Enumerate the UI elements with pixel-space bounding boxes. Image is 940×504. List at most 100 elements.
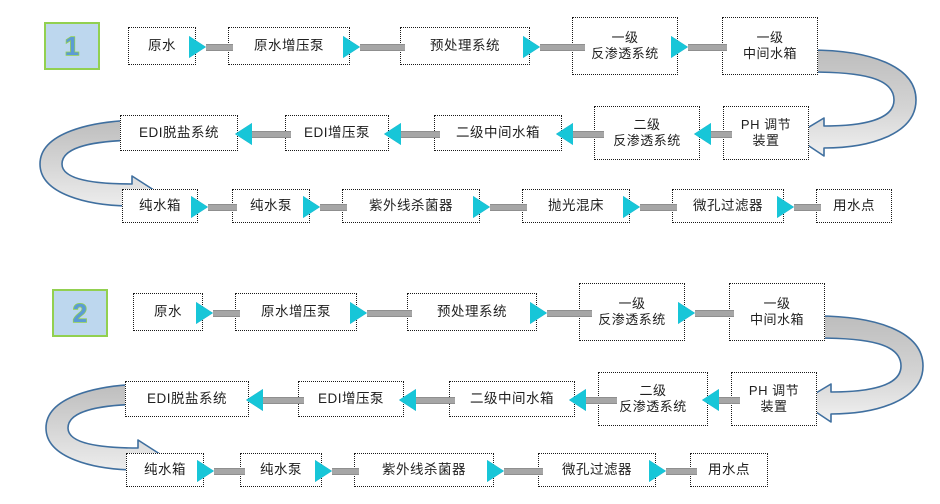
arrow-head-left-icon: [569, 389, 586, 411]
arrow-head-right-icon: [473, 196, 490, 218]
connector-bar: [416, 396, 455, 404]
d1-r1-connector-2: [343, 36, 405, 58]
connector-bar: [213, 309, 240, 317]
arrow-head-right-icon: [343, 36, 360, 58]
diagram-1-badge: 1: [44, 22, 100, 70]
connector-bar: [547, 309, 592, 317]
d1-r2-node-4[interactable]: 二级 反渗透系统: [594, 106, 700, 160]
d2-r3-node-3[interactable]: 紫外线杀菌器: [354, 453, 494, 487]
diagram-2-badge-number: 2: [72, 298, 88, 328]
connector-bar: [794, 203, 821, 211]
d2-r3-node-5[interactable]: 用水点: [690, 453, 768, 487]
connector-bar: [252, 130, 291, 138]
d1-r3-node-4[interactable]: 抛光混床: [522, 189, 630, 223]
d2-r2-connector-4: [702, 389, 740, 411]
d2-r1-node-5[interactable]: 一级 中间水箱: [729, 283, 825, 341]
d1-r3-node-2[interactable]: 纯水泵: [232, 189, 310, 223]
d1-r3-connector-4: [623, 196, 677, 218]
d2-r1-connector-3: [530, 302, 592, 324]
arrow-head-right-icon: [530, 302, 547, 324]
arrow-head-left-icon: [399, 389, 416, 411]
connector-bar: [490, 203, 527, 211]
d1-r3-connector-5: [777, 196, 821, 218]
d2-r3-connector-4: [649, 460, 697, 482]
d2-r2-node-1[interactable]: EDI脱盐系统: [125, 381, 249, 417]
connector-bar: [711, 130, 732, 138]
d2-r1-node-1[interactable]: 原水: [133, 293, 203, 331]
d1-r3-connector-2: [303, 196, 347, 218]
connector-bar: [206, 43, 233, 51]
arrow-head-right-icon: [350, 302, 367, 324]
arrow-head-right-icon: [777, 196, 794, 218]
connector-bar: [332, 467, 359, 475]
d2-r3-connector-1: [197, 460, 245, 482]
connector-bar: [666, 467, 697, 475]
arrow-head-right-icon: [189, 36, 206, 58]
arrow-head-right-icon: [487, 460, 504, 482]
d2-r1-node-2[interactable]: 原水增压泵: [235, 293, 357, 331]
connector-bar: [214, 467, 245, 475]
d1-r1-node-3[interactable]: 预处理系统: [400, 27, 530, 65]
d1-r2-node-3[interactable]: 二级中间水箱: [434, 115, 562, 151]
d2-r2-node-2[interactable]: EDI增压泵: [298, 381, 404, 417]
d2-r3-connector-3: [487, 460, 543, 482]
d1-r1-node-2[interactable]: 原水增压泵: [228, 27, 350, 65]
d2-r2-connector-2: [399, 389, 455, 411]
d1-r3-node-6[interactable]: 用水点: [816, 189, 892, 223]
d2-r3-node-4[interactable]: 微孔过滤器: [538, 453, 656, 487]
d2-r3-node-2[interactable]: 纯水泵: [240, 453, 322, 487]
connector-bar: [320, 203, 347, 211]
arrow-head-right-icon: [197, 460, 214, 482]
connector-bar: [688, 43, 727, 51]
arrow-head-left-icon: [246, 389, 263, 411]
arrow-head-right-icon: [649, 460, 666, 482]
d2-r1-connector-2: [350, 302, 412, 324]
connector-bar: [360, 43, 405, 51]
arrow-head-right-icon: [315, 460, 332, 482]
d1-r3-connector-1: [191, 196, 237, 218]
d2-r3-connector-2: [315, 460, 359, 482]
connector-bar: [401, 130, 440, 138]
d1-r2-connector-4: [694, 123, 732, 145]
connector-bar: [263, 396, 304, 404]
d2-r3-node-1[interactable]: 纯水箱: [126, 453, 204, 487]
arrow-head-left-icon: [384, 123, 401, 145]
arrow-head-right-icon: [678, 302, 695, 324]
arrow-head-right-icon: [671, 36, 688, 58]
connector-bar: [719, 396, 740, 404]
d1-r1-node-1[interactable]: 原水: [128, 27, 196, 65]
arrow-head-right-icon: [303, 196, 320, 218]
connector-bar: [208, 203, 237, 211]
d2-r2-node-5[interactable]: PH 调节 装置: [731, 372, 817, 426]
arrow-head-right-icon: [191, 196, 208, 218]
d1-uturn-right-icon: [793, 48, 928, 158]
arrow-head-right-icon: [196, 302, 213, 324]
d1-r2-connector-3: [556, 123, 604, 145]
connector-bar: [695, 309, 734, 317]
d2-r1-node-4[interactable]: 一级 反渗透系统: [579, 283, 685, 341]
arrow-head-left-icon: [235, 123, 252, 145]
d2-r1-connector-4: [678, 302, 734, 324]
connector-bar: [540, 43, 585, 51]
d2-uturn-right-icon: [800, 314, 935, 424]
arrow-head-left-icon: [694, 123, 711, 145]
d1-r3-node-5[interactable]: 微孔过滤器: [672, 189, 784, 223]
connector-bar: [573, 130, 604, 138]
connector-bar: [367, 309, 412, 317]
d1-r3-connector-3: [473, 196, 527, 218]
d1-r3-node-3[interactable]: 紫外线杀菌器: [342, 189, 480, 223]
d1-r1-connector-4: [671, 36, 727, 58]
d1-r1-node-5[interactable]: 一级 中间水箱: [722, 17, 818, 75]
d1-r2-node-5[interactable]: PH 调节 装置: [723, 106, 809, 160]
d1-r2-node-1[interactable]: EDI脱盐系统: [120, 115, 238, 151]
d1-r1-node-4[interactable]: 一级 反渗透系统: [572, 17, 678, 75]
connector-bar: [504, 467, 543, 475]
d1-r3-node-1[interactable]: 纯水箱: [122, 189, 198, 223]
d1-r2-node-2[interactable]: EDI增压泵: [285, 115, 389, 151]
arrow-head-right-icon: [523, 36, 540, 58]
d2-r2-node-3[interactable]: 二级中间水箱: [449, 381, 575, 417]
connector-bar: [586, 396, 617, 404]
d2-r1-node-3[interactable]: 预处理系统: [407, 293, 537, 331]
d1-r1-connector-1: [189, 36, 233, 58]
